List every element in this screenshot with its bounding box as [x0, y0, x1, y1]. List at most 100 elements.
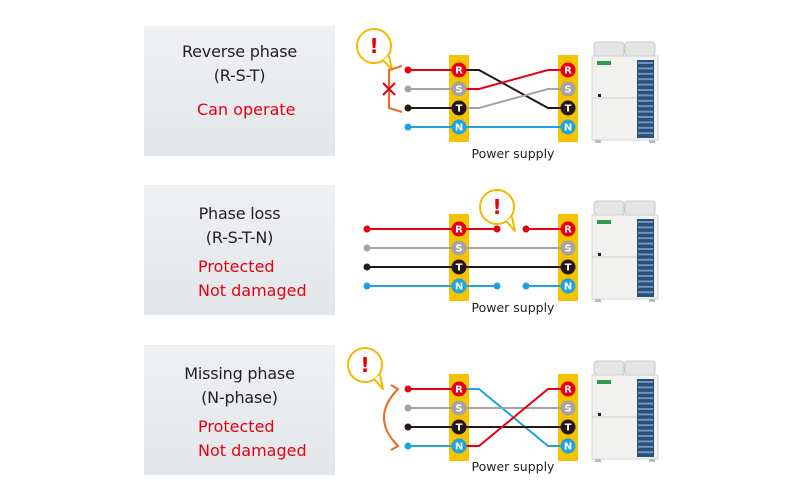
wire-end-dot — [363, 282, 371, 290]
wire-N-R — [459, 388, 568, 447]
scenario-subtitle: (N-phase) — [201, 388, 278, 407]
terminal-R-right — [560, 221, 576, 237]
scenario-status: Can operate — [197, 100, 296, 119]
terminal-label: R — [455, 385, 463, 396]
wire-S-R — [459, 69, 568, 90]
terminal-label: T — [456, 423, 463, 434]
terminal-block-left — [449, 214, 469, 301]
terminal-label: N — [564, 442, 572, 453]
wire-break-dot — [493, 225, 501, 233]
wire-end-dot — [404, 385, 412, 393]
scenario-status: Not damaged — [198, 281, 307, 300]
terminal-S-left — [451, 81, 467, 97]
terminal-S-right — [560, 81, 576, 97]
terminal-label: S — [564, 244, 571, 255]
cross-mark-icon — [382, 65, 403, 113]
terminal-label: N — [455, 442, 463, 453]
scenario-subtitle: (R-S-T-N) — [205, 228, 274, 247]
scenario-status: Protected — [198, 417, 275, 436]
terminal-S-left — [451, 240, 467, 256]
terminal-label: T — [565, 423, 572, 434]
scenario-panel-reverse-phase: Reverse phase (R-S-T) Can operate — [144, 26, 335, 156]
terminal-T-left — [451, 259, 467, 275]
alert-mark: ! — [360, 353, 369, 377]
terminal-block-left — [449, 55, 469, 142]
terminal-R-left — [451, 62, 467, 78]
wire-end-dot — [404, 85, 412, 93]
alert-mark: ! — [492, 195, 501, 219]
power-supply-label: Power supply — [472, 146, 556, 161]
outdoor-unit-icon — [591, 41, 659, 143]
terminal-label: T — [565, 104, 572, 115]
terminal-label: S — [564, 404, 571, 415]
wire-break-dot — [493, 282, 501, 290]
terminal-label: T — [456, 263, 463, 274]
scenario-panel-missing-phase: Missing phase (N-phase) Protected Not da… — [144, 345, 335, 475]
terminal-label: T — [565, 263, 572, 274]
terminal-label: R — [564, 385, 572, 396]
terminal-label: R — [455, 66, 463, 77]
wire-end-dot — [363, 263, 371, 271]
terminal-T-right — [560, 100, 576, 116]
terminal-N-right — [560, 278, 576, 294]
terminal-label: S — [564, 85, 571, 96]
wire-R-T — [459, 69, 568, 109]
terminal-R-right — [560, 381, 576, 397]
scenario-status: Protected — [198, 257, 275, 276]
wire-break-dot — [522, 282, 530, 290]
terminal-label: R — [564, 225, 572, 236]
terminal-T-right — [560, 259, 576, 275]
terminal-S-right — [560, 400, 576, 416]
terminal-label: N — [564, 282, 572, 293]
outdoor-unit-icon — [591, 200, 659, 302]
terminal-label: N — [564, 123, 572, 134]
terminal-R-left — [451, 221, 467, 237]
terminal-S-right — [560, 240, 576, 256]
exclamation-bubble-icon: ! — [347, 347, 384, 390]
terminal-block-right — [558, 214, 578, 301]
terminal-R-left — [451, 381, 467, 397]
terminal-label: R — [455, 225, 463, 236]
wire-end-dot — [404, 423, 412, 431]
wire-end-dot — [404, 66, 412, 74]
terminal-label: S — [455, 244, 462, 255]
outdoor-unit-icon — [591, 360, 659, 462]
terminal-label: N — [455, 123, 463, 134]
terminal-N-left — [451, 438, 467, 454]
swap-arrow-icon — [383, 384, 400, 451]
terminal-S-left — [451, 400, 467, 416]
terminal-N-right — [560, 119, 576, 135]
wire-end-dot — [404, 442, 412, 450]
terminal-label: S — [455, 404, 462, 415]
wire-end-dot — [404, 404, 412, 412]
wire-end-dot — [404, 104, 412, 112]
exclamation-bubble-icon: ! — [479, 189, 516, 232]
scenario-title: Missing phase — [184, 364, 295, 383]
terminal-label: R — [564, 66, 572, 77]
scenario-title: Phase loss — [198, 204, 281, 223]
alert-mark: ! — [369, 34, 378, 58]
terminal-block-right — [558, 374, 578, 461]
wire-end-dot — [363, 225, 371, 233]
scenario-status: Not damaged — [198, 441, 307, 460]
exclamation-bubble-icon: ! — [356, 28, 393, 71]
terminal-N-right — [560, 438, 576, 454]
wire-end-dot — [404, 123, 412, 131]
scenario-subtitle: (R-S-T) — [213, 66, 266, 85]
terminal-T-left — [451, 100, 467, 116]
terminal-N-left — [451, 119, 467, 135]
wire-break-dot — [522, 225, 530, 233]
terminal-R-right — [560, 62, 576, 78]
terminal-label: T — [456, 104, 463, 115]
terminal-block-left — [449, 374, 469, 461]
scenario-panel-phase-loss: Phase loss (R-S-T-N) Protected Not damag… — [144, 185, 335, 315]
terminal-T-left — [451, 419, 467, 435]
wire-end-dot — [363, 244, 371, 252]
scenario-title: Reverse phase — [181, 42, 298, 61]
terminal-label: N — [455, 282, 463, 293]
wire-T-S — [459, 88, 568, 109]
